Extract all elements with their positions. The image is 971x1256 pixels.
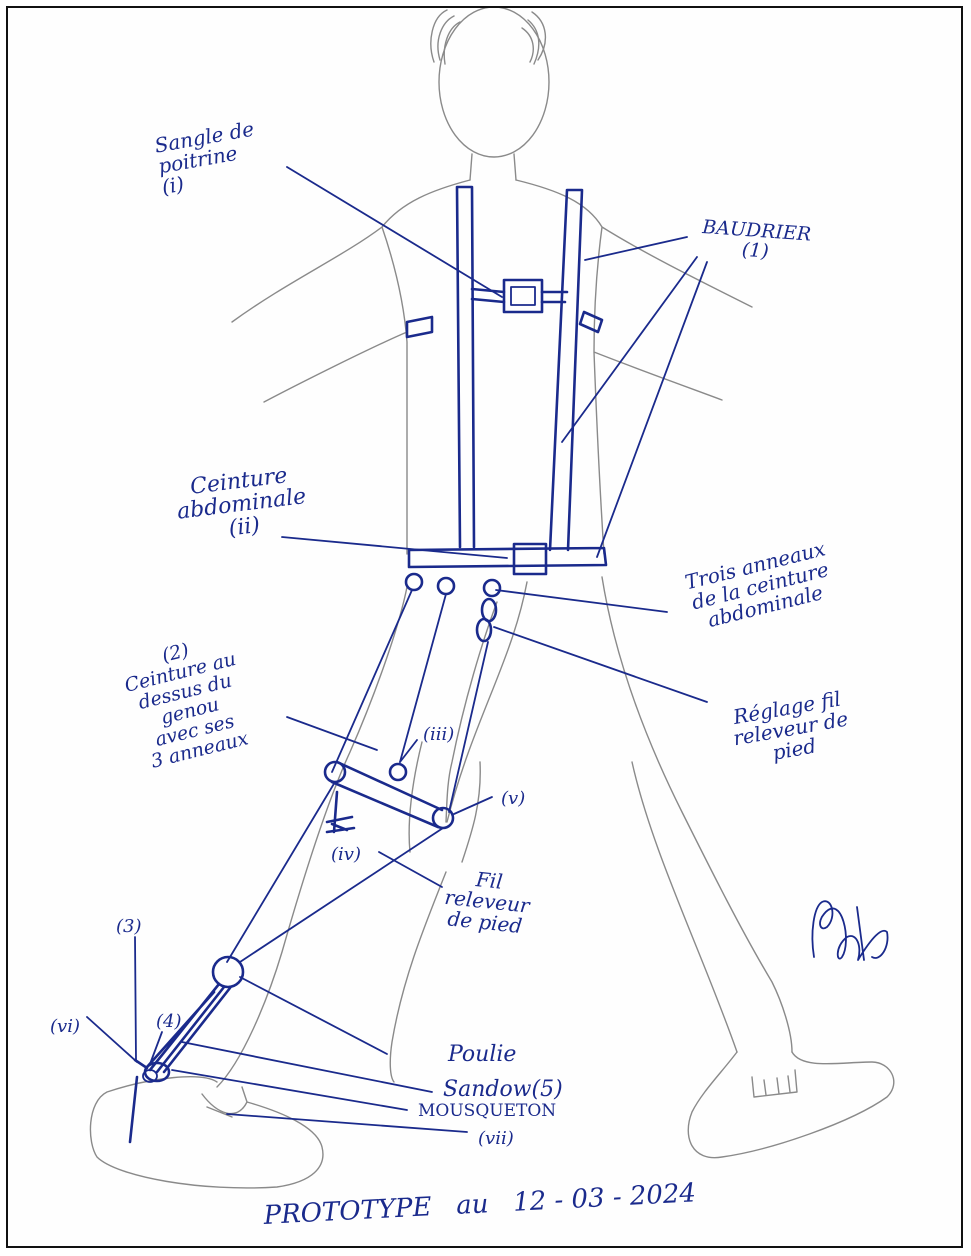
label-sandow: Sandow(5) [443,1078,563,1101]
suspender-straps [457,187,582,550]
label-vii: (vii) [478,1130,514,1149]
shoulder-tabs [407,312,602,337]
label-vi: (vi) [50,1018,80,1037]
label-foot-lifter-cord: Fil releveur de pied [441,866,532,938]
neck-outline [470,154,516,180]
label-4: (4) [156,1013,182,1032]
left-shoe-outline [90,1077,323,1188]
belt-rings [406,574,500,596]
label-3: (3) [116,918,142,937]
head-outline [439,8,549,157]
abdominal-belt [409,544,606,574]
leg-cords [332,590,488,812]
knee-belt [325,762,453,832]
left-leg-outline [217,587,497,1087]
hair-scribble [431,10,546,64]
label-carabiner: MOUSQUETON [418,1103,556,1121]
label-v: (v) [501,790,525,809]
label-iii: (iii) [423,726,454,745]
chest-strap [472,280,567,312]
right-shoe-outline [688,1052,894,1158]
drawing-sheet: Sangle de poitrine (i) BAUDRIER (1) Cein… [6,6,963,1248]
torso-outline [232,180,752,554]
label-iv: (iv) [331,846,361,865]
label-pulley: Poulie [448,1043,516,1066]
adjuster [477,599,496,641]
right-leg-outline [390,577,792,1082]
label-harness: BAUDRIER (1) [700,218,811,265]
signature [812,901,887,960]
sandow-bundle [143,984,230,1082]
